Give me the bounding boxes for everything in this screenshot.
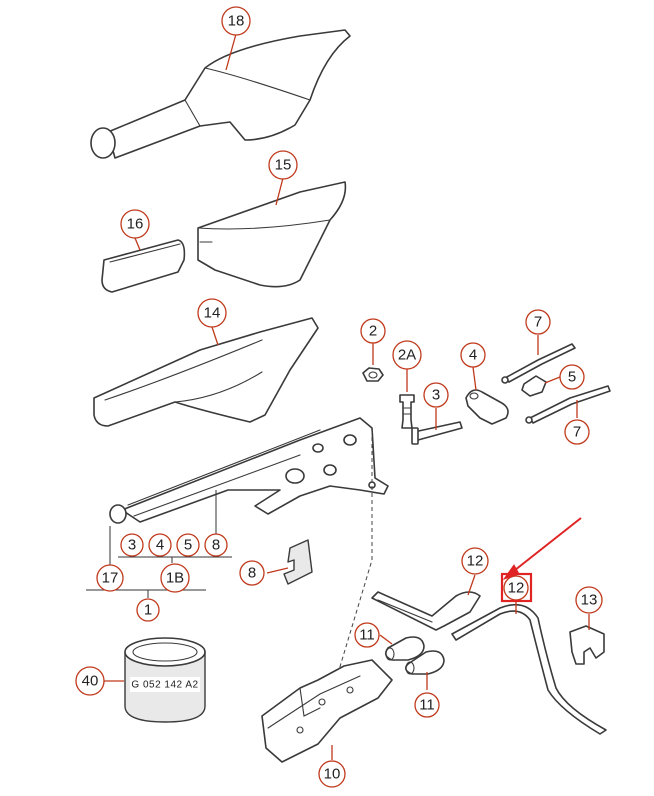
part-11-bushing-left <box>384 636 425 661</box>
callout-1b: 1B <box>160 563 190 593</box>
leader-lines <box>104 33 590 760</box>
svg-text:12: 12 <box>508 580 525 597</box>
svg-text:3: 3 <box>128 537 136 554</box>
svg-text:2: 2 <box>369 323 377 340</box>
part-16-cap <box>101 239 186 293</box>
part-7-cable-upper <box>501 343 576 384</box>
part-10-base-bracket <box>261 659 393 763</box>
svg-text:2A: 2A <box>398 347 416 364</box>
callout-14: 14 <box>197 298 227 328</box>
svg-text:14: 14 <box>204 305 221 322</box>
svg-text:13: 13 <box>581 592 598 609</box>
svg-text:18: 18 <box>228 13 245 30</box>
group-callout-5: 5 <box>176 533 200 557</box>
svg-text:11: 11 <box>359 627 375 644</box>
part-40-tape-roll: G 052 142 A2 <box>124 637 206 723</box>
svg-text:4: 4 <box>469 347 477 364</box>
callout-12-highlighted: 12 <box>500 572 533 603</box>
callout-11-right: 11 <box>414 692 440 718</box>
svg-text:8: 8 <box>212 537 220 554</box>
svg-text:5: 5 <box>184 537 192 554</box>
svg-text:11: 11 <box>419 697 435 714</box>
svg-text:5: 5 <box>568 369 576 386</box>
callout-16: 16 <box>120 209 150 239</box>
alignment-line <box>329 430 373 701</box>
callout-2a: 2A <box>392 340 422 370</box>
part-11-bushing-right <box>404 650 445 675</box>
svg-text:15: 15 <box>275 157 292 174</box>
callout-1: 1 <box>136 598 160 622</box>
part-3-pin <box>411 421 463 445</box>
callout-40: 40 <box>75 666 105 696</box>
group-callout-3: 3 <box>120 533 144 557</box>
group-callout-4: 4 <box>148 533 172 557</box>
part-15-cover <box>197 181 347 288</box>
part-8-clip <box>283 539 313 585</box>
part-2-nut <box>362 367 384 382</box>
callout-17: 17 <box>96 564 124 592</box>
part-12-rod-left <box>371 591 481 631</box>
part-7-cable-lower <box>525 385 611 424</box>
callout-3: 3 <box>423 382 449 408</box>
part-5-adjust-nut <box>521 375 547 397</box>
svg-text:17: 17 <box>102 570 119 587</box>
svg-text:16: 16 <box>127 216 144 233</box>
svg-text:10: 10 <box>324 766 341 783</box>
callout-11-left: 11 <box>354 622 380 648</box>
svg-text:8: 8 <box>248 565 256 582</box>
callout-13: 13 <box>575 586 603 614</box>
svg-text:12: 12 <box>467 553 484 570</box>
part-12-cable-right <box>451 603 607 735</box>
svg-text:7: 7 <box>573 424 581 441</box>
svg-text:7: 7 <box>534 314 542 331</box>
svg-text:1B: 1B <box>166 570 184 587</box>
part-18-handle-grip <box>90 29 351 159</box>
callout-5: 5 <box>559 364 585 390</box>
callout-7-bottom: 7 <box>564 419 590 445</box>
callout-12-left: 12 <box>461 547 489 575</box>
callout-7-top: 7 <box>525 309 551 335</box>
part-14-lever-cover <box>93 317 319 427</box>
callout-18: 18 <box>221 6 251 36</box>
callout-4: 4 <box>460 342 486 368</box>
svg-text:1: 1 <box>144 602 152 619</box>
group-callout-8: 8 <box>204 533 228 557</box>
part-4-equalizer <box>465 389 509 425</box>
part-13-bracket <box>569 625 605 665</box>
callout-15: 15 <box>268 150 298 180</box>
part-8-lever-assembly <box>109 417 389 524</box>
part-2a-bolt <box>399 394 415 429</box>
svg-text:3: 3 <box>432 387 440 404</box>
callout-10: 10 <box>318 760 346 788</box>
callout-8-clip: 8 <box>239 560 265 586</box>
svg-text:4: 4 <box>156 537 164 554</box>
highlight-arrow <box>502 517 582 580</box>
tape-roll-label: G 052 142 A2 <box>131 680 198 691</box>
svg-text:40: 40 <box>82 673 99 690</box>
callout-2: 2 <box>360 318 386 344</box>
